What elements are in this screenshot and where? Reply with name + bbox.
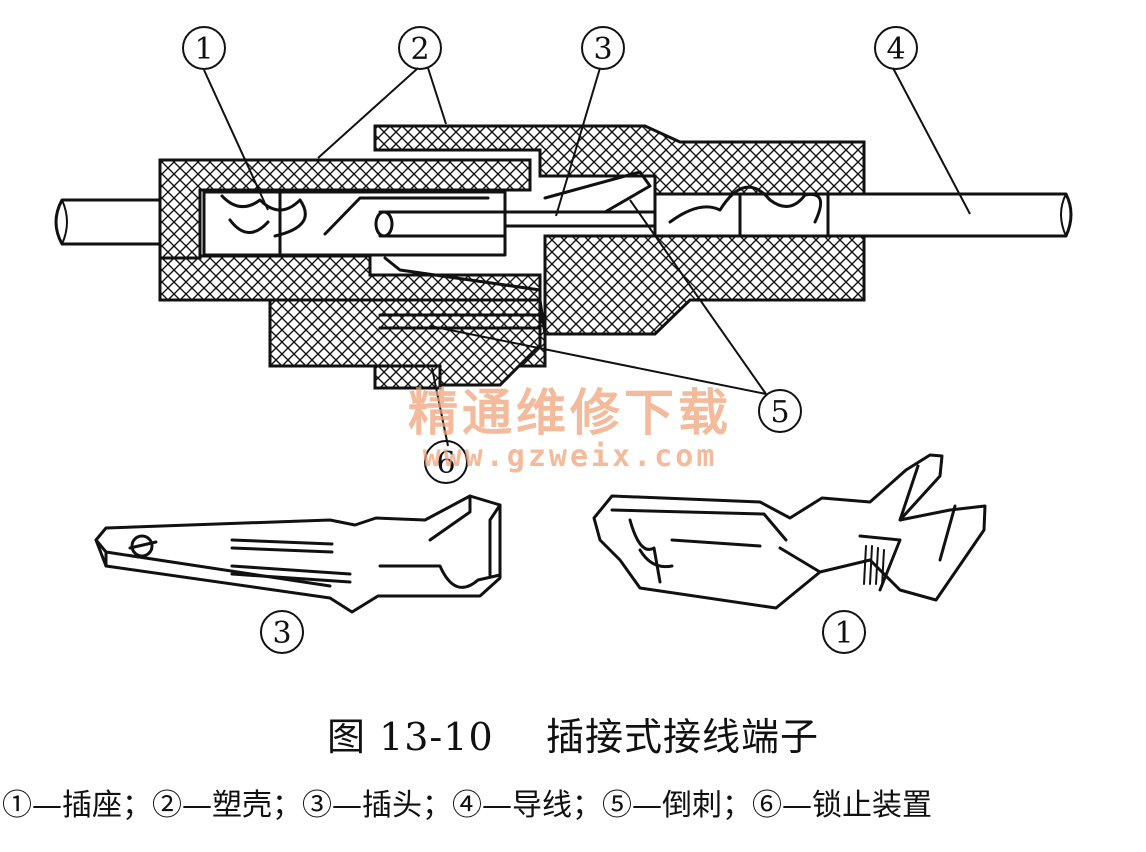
plug-shaft (503, 210, 657, 228)
callout-5: 5 (758, 389, 802, 433)
callout-3-bottom: 3 (260, 610, 304, 654)
svg-text:1: 1 (834, 616, 853, 651)
callout-4: 4 (874, 26, 918, 70)
socket-terminal-drawing: 1 (592, 453, 987, 654)
svg-text:5: 5 (770, 395, 789, 430)
svg-text:2: 2 (410, 32, 429, 67)
callout-2: 2 (398, 26, 442, 70)
cross-section-assembly: 1 2 3 4 5 6 (54, 26, 1073, 484)
svg-text:精通维修下载: 精通维修下载 (408, 384, 732, 442)
figure-title: 插接式接线端子 (545, 715, 819, 759)
figure-legend: ①—插座；②—塑壳；③—插头；④—导线；⑤—倒刺；⑥—锁止装置 (2, 788, 932, 823)
svg-text:3: 3 (593, 32, 612, 67)
svg-text:4: 4 (886, 32, 905, 67)
lock-tab (373, 364, 442, 390)
housing-lower-body (268, 298, 542, 387)
callout-3-top: 3 (581, 26, 625, 70)
figure-caption: 图 13-10 插接式接线端子 (0, 706, 1146, 761)
housing-right-bottom (543, 234, 866, 336)
wire-right (818, 192, 1073, 238)
figure-number: 图 13-10 (327, 715, 494, 759)
svg-text:6: 6 (436, 446, 455, 481)
callout-1-top: 1 (182, 26, 226, 70)
socket-body (202, 190, 507, 257)
callout-1-bottom: 1 (822, 610, 866, 654)
plug-terminal-drawing: 3 (94, 494, 502, 654)
svg-text:www.gzweix.com: www.gzweix.com (423, 439, 718, 474)
svg-text:1: 1 (194, 32, 213, 67)
svg-text:3: 3 (272, 616, 291, 651)
watermark: 精通维修下载 www.gzweix.com (408, 384, 732, 474)
callout-6: 6 (424, 440, 468, 484)
